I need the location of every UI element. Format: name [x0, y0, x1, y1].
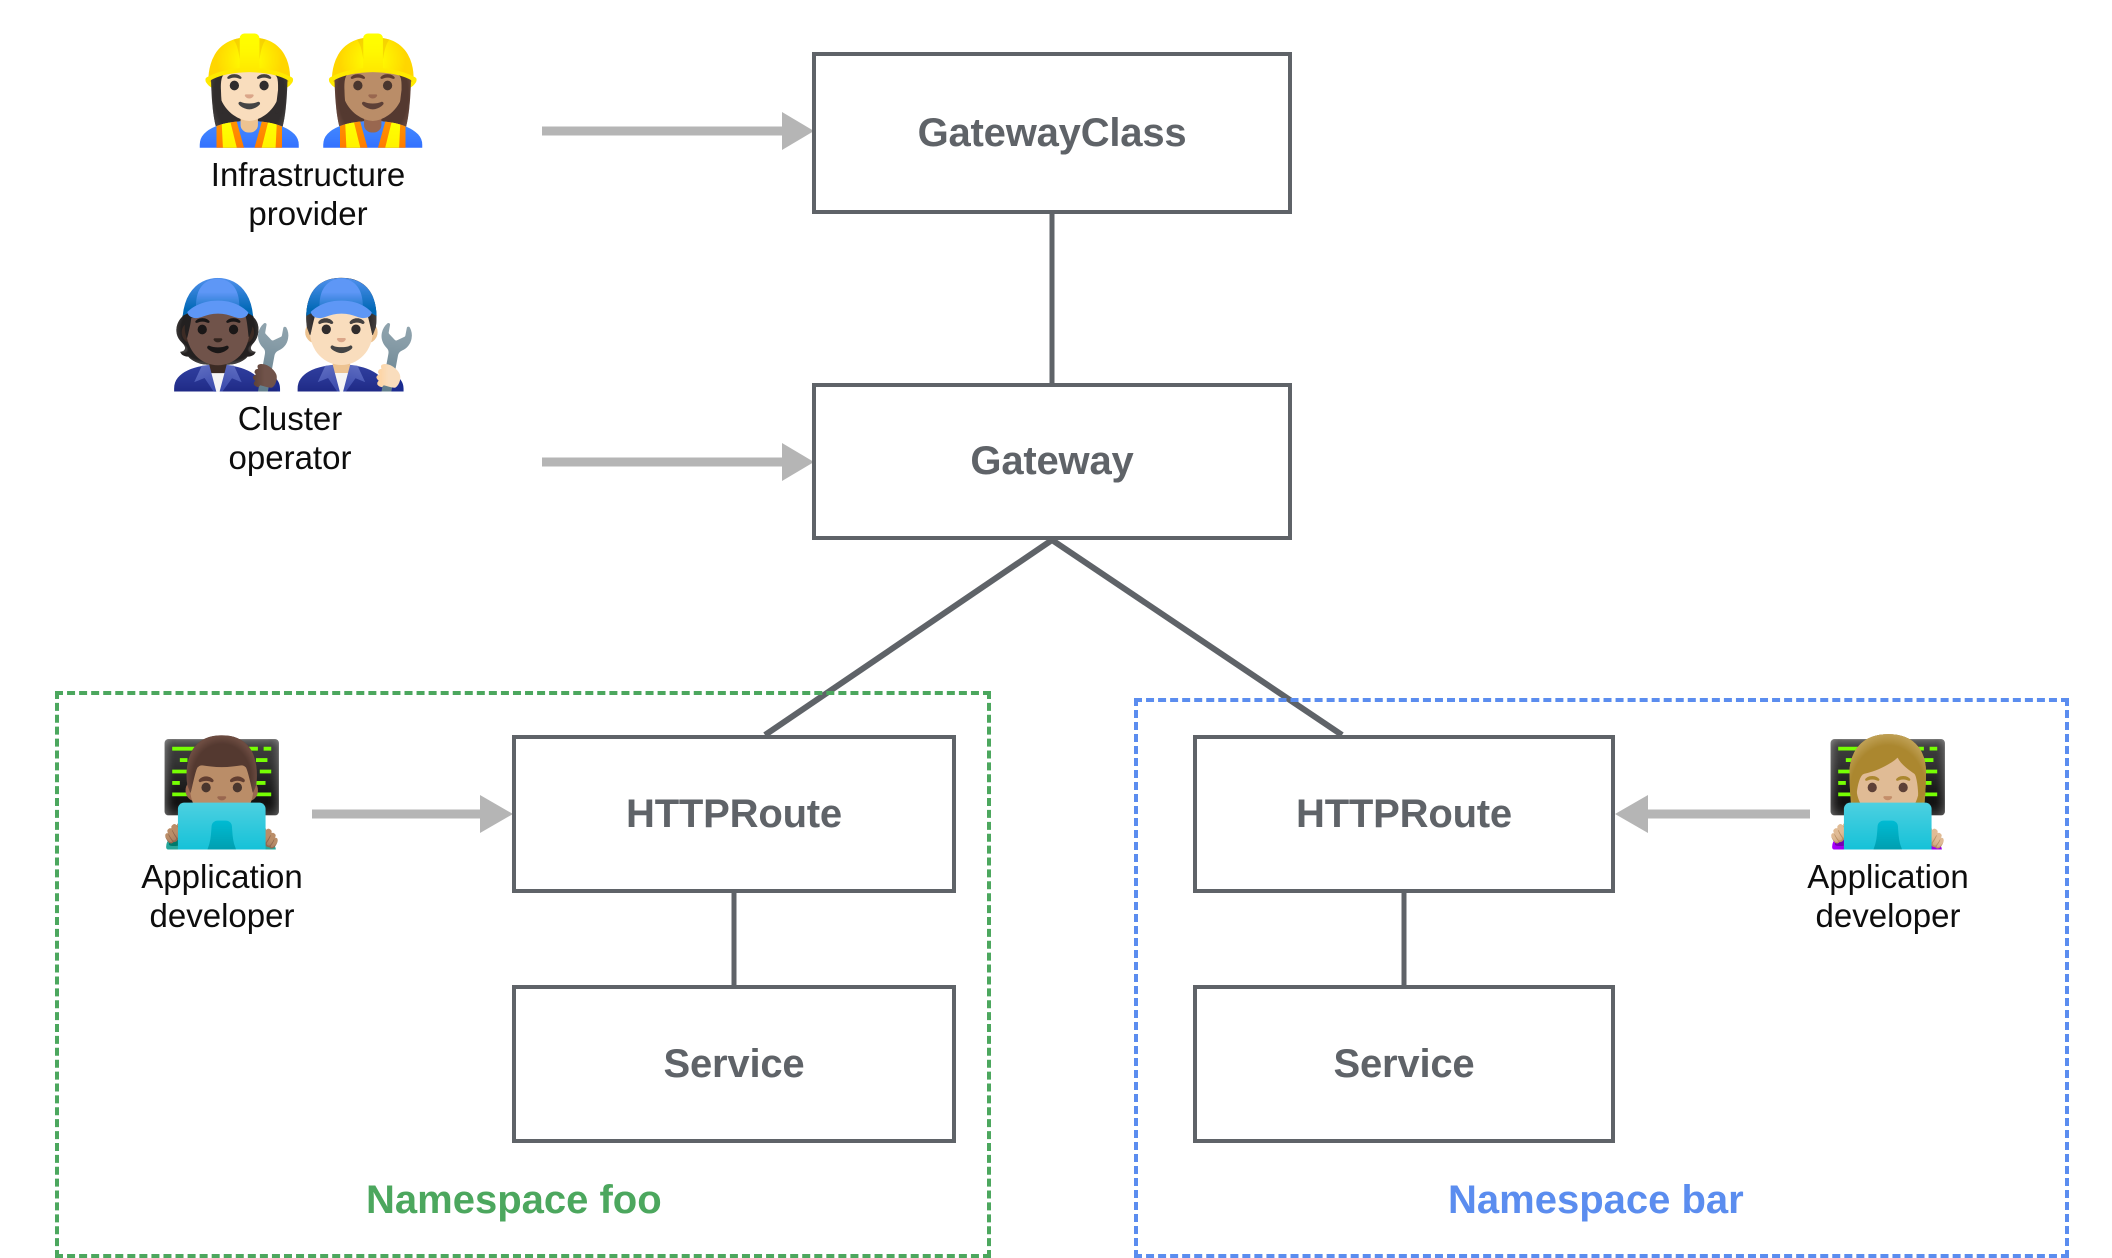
persona-label-application-developer-bar: Application developer: [1807, 858, 1969, 934]
persona-application-developer-bar: 👩🏼‍💻 Application developer: [1738, 740, 2038, 936]
resource-label-httproute-bar: HTTPRoute: [1296, 791, 1512, 836]
resource-box-httproute-bar[interactable]: HTTPRoute: [1193, 735, 1615, 893]
resource-box-service-foo[interactable]: Service: [512, 985, 956, 1143]
resource-label-service-bar: Service: [1333, 1041, 1475, 1086]
construction-worker-women-emoji: 👷🏻‍♀️👷🏽‍♀️: [184, 29, 438, 151]
persona-label-application-developer-foo: Application developer: [141, 858, 303, 934]
woman-technologist-emoji: 👩🏼‍💻: [1823, 731, 1953, 853]
namespace-label-foo: Namespace foo: [366, 1178, 662, 1222]
resource-label-service-foo: Service: [663, 1041, 805, 1086]
namespace-label-bar: Namespace bar: [1448, 1178, 1744, 1222]
namespace-frame-foo: [55, 691, 991, 1258]
persona-label-infrastructure-provider: Infrastructure provider: [210, 156, 406, 232]
persona-application-developer-foo: 👨🏽‍💻 Application developer: [72, 740, 372, 936]
persona-cluster-operator: 🧑🏿‍🔧👨🏻‍🔧 Cluster operator: [140, 282, 440, 478]
resource-label-gatewayclass: GatewayClass: [917, 110, 1187, 155]
resource-box-gateway[interactable]: Gateway: [812, 383, 1292, 540]
man-technologist-emoji: 👨🏽‍💻: [157, 731, 287, 853]
namespace-frame-bar: [1134, 698, 2069, 1258]
resource-box-gatewayclass[interactable]: GatewayClass: [812, 52, 1292, 214]
resource-box-httproute-foo[interactable]: HTTPRoute: [512, 735, 956, 893]
resource-box-service-bar[interactable]: Service: [1193, 985, 1615, 1143]
resource-label-httproute-foo: HTTPRoute: [626, 791, 842, 836]
arrow-infra-to-gatewayclass: [542, 112, 814, 150]
arrow-cluster-to-gateway: [542, 443, 814, 481]
resource-label-gateway: Gateway: [970, 439, 1134, 483]
persona-label-cluster-operator: Cluster operator: [228, 400, 352, 476]
persona-infrastructure-provider: 👷🏻‍♀️👷🏽‍♀️ Infrastructure provider: [158, 38, 458, 234]
mechanic-people-emoji: 🧑🏿‍🔧👨🏻‍🔧: [166, 273, 420, 395]
